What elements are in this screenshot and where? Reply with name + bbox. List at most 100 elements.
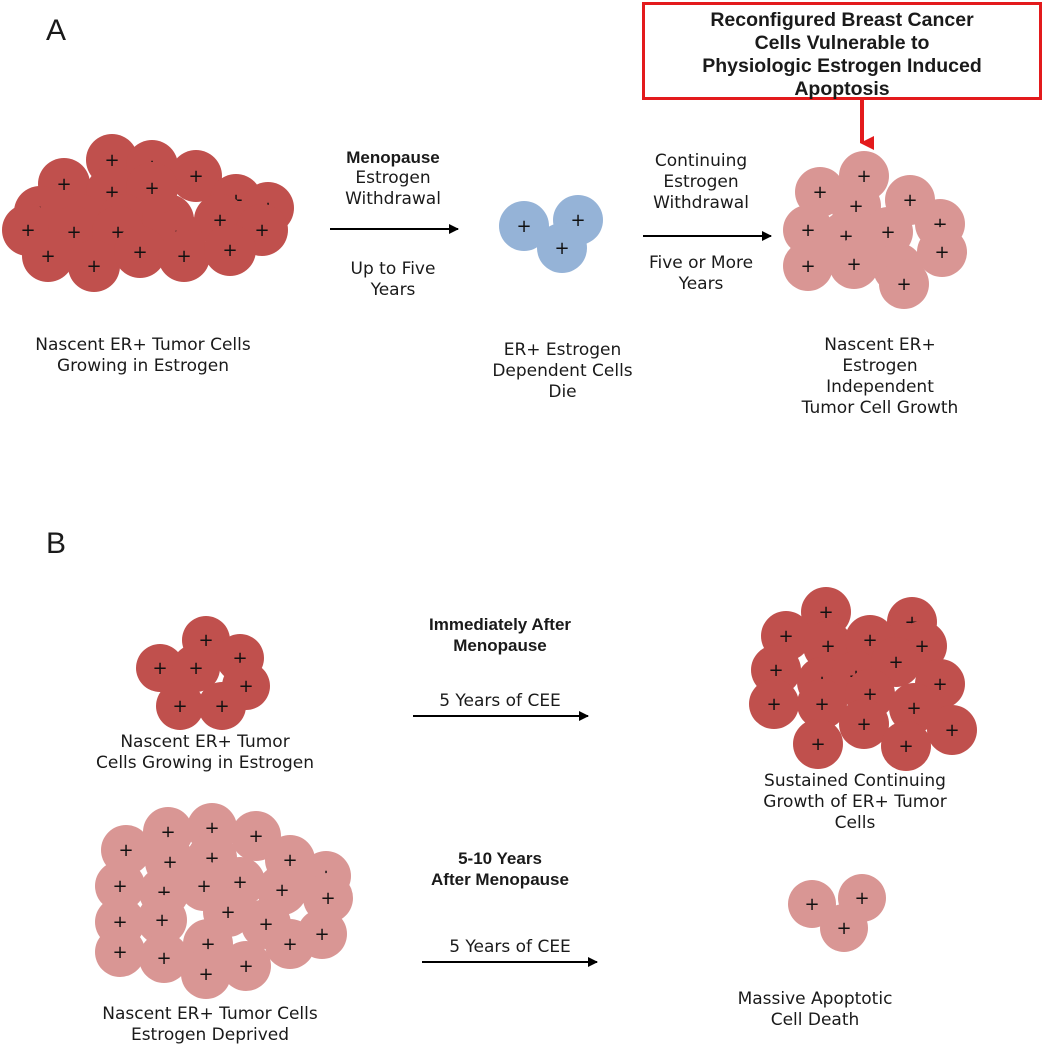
cell-body	[221, 941, 271, 991]
cluster-dying-cells: +++	[499, 195, 603, 273]
cell-body	[68, 240, 120, 292]
callout-line: Physiologic Estrogen Induced	[702, 55, 982, 77]
plus-icon: +	[254, 220, 269, 241]
plus-icon: +	[196, 876, 211, 897]
callout-line: Cells Vulnerable to	[754, 32, 930, 54]
plus-icon: +	[274, 880, 289, 901]
caption-line: Tumor Cell Growth	[801, 398, 959, 418]
caption-line: Growth of ER+ Tumor	[763, 792, 947, 812]
tumor-cell: +	[537, 223, 587, 273]
tumor-cell: +	[95, 861, 145, 911]
caption-line: Dependent Cells	[492, 361, 633, 381]
caption-line: Estrogen	[842, 356, 918, 376]
cell-body	[783, 205, 833, 255]
label-line: Up to Five	[350, 259, 436, 279]
caption-sustained-growth: Sustained Continuing Growth of ER+ Tumor…	[745, 771, 965, 834]
label-five-or-more-years: Five or More Years	[611, 253, 791, 295]
plus-icon: +	[176, 246, 191, 267]
plus-icon: +	[570, 210, 585, 231]
plus-icon: +	[778, 626, 793, 647]
cell-body	[172, 644, 220, 692]
caption-independent-growth: Nascent ER+ Estrogen Independent Tumor C…	[770, 335, 990, 419]
caption-line: Nascent ER+ Tumor Cells	[35, 335, 251, 355]
tumor-cell: +	[158, 230, 210, 282]
title-line: Immediately After	[428, 615, 572, 634]
label-line: Estrogen	[355, 168, 431, 188]
title-line: 5-10 Years	[458, 849, 542, 868]
plus-icon: +	[66, 222, 81, 243]
plus-icon: +	[214, 696, 229, 717]
plus-icon: +	[238, 676, 253, 697]
cell-body	[158, 230, 210, 282]
cluster-growing-estrogen: +++++++++++++++++++++++	[2, 134, 294, 292]
label-line: Estrogen	[663, 172, 739, 192]
plus-icon: +	[768, 660, 783, 681]
tumor-cell: +	[221, 941, 271, 991]
caption-row1-left: Nascent ER+ Tumor Cells Growing in Estro…	[60, 732, 350, 774]
plus-icon: +	[944, 720, 959, 741]
cell-body	[820, 904, 868, 952]
tumor-cell: +	[839, 699, 889, 749]
callout-line: Reconfigured Breast Cancer	[710, 9, 974, 31]
plus-icon: +	[118, 840, 133, 861]
caption-line: Nascent ER+ Tumor Cells	[102, 1004, 318, 1024]
arrow-layer	[330, 100, 874, 967]
plus-icon: +	[814, 694, 829, 715]
plus-icon: +	[846, 254, 861, 275]
plus-icon: +	[804, 894, 819, 915]
tumor-cell: +	[749, 679, 799, 729]
tumor-cell: +	[265, 919, 315, 969]
cell-body	[927, 705, 977, 755]
plus-icon: +	[172, 696, 187, 717]
plus-icon: +	[906, 698, 921, 719]
caption-line: Growing in Estrogen	[57, 356, 229, 376]
tumor-cell: +	[829, 239, 879, 289]
caption-line: Cells Growing in Estrogen	[95, 753, 315, 773]
tumor-cell: +	[917, 227, 967, 277]
cell-body	[839, 699, 889, 749]
plus-icon: +	[932, 674, 947, 695]
plus-icon: +	[516, 216, 531, 237]
plus-icon: +	[282, 934, 297, 955]
label-line: Withdrawal	[653, 193, 749, 213]
cell-body	[204, 224, 256, 276]
title-5-10-years: 5-10 Years After Menopause	[400, 848, 600, 890]
cell-body	[881, 721, 931, 771]
plus-icon: +	[836, 918, 851, 939]
plus-icon: +	[896, 274, 911, 295]
cell-body	[22, 230, 74, 282]
plus-icon: +	[188, 166, 203, 187]
tumor-cell: +	[927, 705, 977, 755]
tumor-cell: +	[95, 927, 145, 977]
plus-icon: +	[188, 658, 203, 679]
cluster-row1-growing: +++++++	[136, 616, 270, 730]
plus-icon: +	[222, 240, 237, 261]
plus-icon: +	[898, 736, 913, 757]
cell-body	[879, 259, 929, 309]
cell-body	[198, 682, 246, 730]
plus-icon: +	[766, 694, 781, 715]
tumor-cell: +	[170, 150, 222, 202]
caption-growing-in-estrogen: Nascent ER+ Tumor Cells Growing in Estro…	[0, 335, 286, 377]
caption-apoptotic-death: Massive Apoptotic Cell Death	[720, 989, 910, 1031]
cluster-independent-growth: +++++++++++++	[783, 151, 967, 309]
tumor-cell: +	[68, 240, 120, 292]
callout-line: Apoptosis	[794, 78, 890, 100]
caption-estrogen-deprived: Nascent ER+ Tumor Cells Estrogen Deprive…	[70, 1004, 350, 1046]
tumor-cell: +	[499, 201, 549, 251]
cluster-row2-apoptotic: +++	[788, 874, 886, 952]
cell-body	[889, 683, 939, 733]
cell-layer: ++++++++++++++++++++++++++++++++++++++++…	[2, 134, 977, 999]
title-line: After Menopause	[431, 870, 569, 889]
cell-body	[783, 241, 833, 291]
tumor-cell: +	[783, 205, 833, 255]
callout-box: Reconfigured Breast Cancer Cells Vulnera…	[642, 2, 1042, 100]
tumor-cell: +	[797, 679, 847, 729]
tumor-cell: +	[137, 895, 187, 945]
plus-icon: +	[112, 942, 127, 963]
plus-icon: +	[800, 256, 815, 277]
caption-line: Cells	[834, 813, 876, 833]
plus-icon: +	[104, 150, 119, 171]
plus-icon: +	[880, 222, 895, 243]
tumor-cell: +	[22, 230, 74, 282]
